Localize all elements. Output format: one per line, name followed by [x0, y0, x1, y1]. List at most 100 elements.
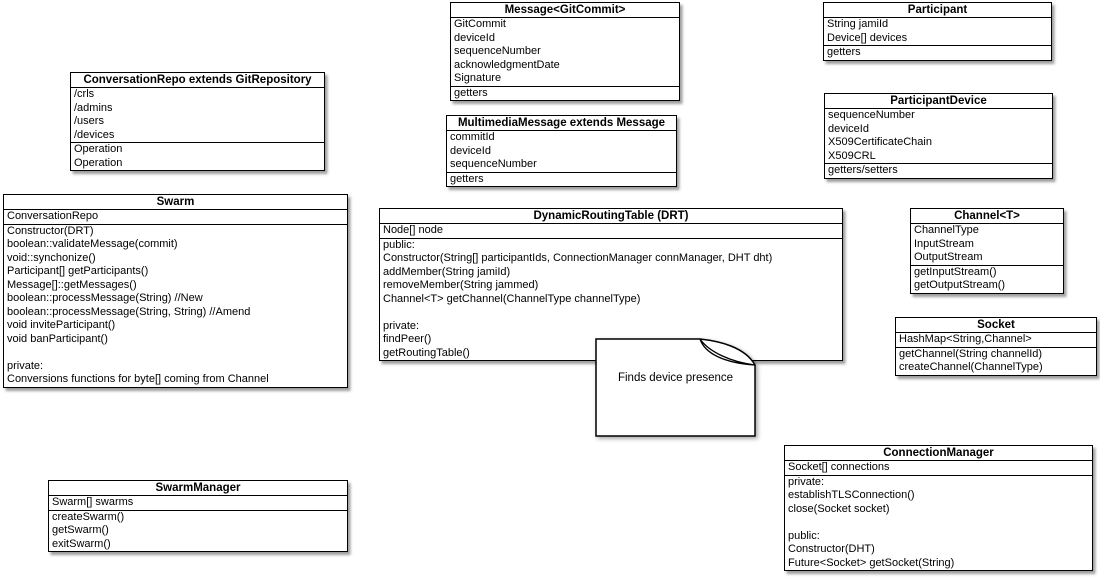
class-title: ConversationRepo extends GitRepository [83, 74, 312, 86]
class-attribute: deviceId [450, 144, 491, 157]
class-attributes-section: Socket[] connections [785, 460, 1092, 475]
class-attribute: Node[] node [383, 224, 443, 236]
class-method: getters [827, 46, 861, 58]
class-method: boolean::processMessage(String) //New [7, 292, 203, 304]
class-box-swarmmanager: SwarmManager Swarm[] swarms createSwarm(… [48, 480, 348, 552]
class-attribute: ChannelType [914, 224, 979, 236]
class-attribute: deviceId [454, 31, 495, 44]
class-method: private: [7, 359, 44, 372]
class-method: Participant[] getParticipants() [7, 265, 149, 277]
class-attribute: commitId [450, 131, 495, 143]
class-method: Constructor(String[] participantIds, Con… [383, 252, 773, 264]
class-title: ConnectionManager [883, 447, 994, 459]
class-box-connectionmanager: ConnectionManager Socket[] connections p… [784, 445, 1093, 571]
class-method: getters/setters [828, 164, 898, 176]
class-attribute: X509CertificateChain [828, 136, 932, 148]
class-title: MultimediaMessage extends Message [457, 117, 666, 129]
class-methods-section: getInputStream()getOutputStream() [911, 264, 1063, 293]
class-method: Operation [74, 143, 123, 155]
class-attributes-section: Swarm[] swarms [49, 495, 347, 510]
class-method: findPeer() [383, 333, 432, 345]
class-attributes-section: Node[] node [380, 223, 842, 238]
class-attribute: OutputStream [914, 251, 983, 263]
class-method: Constructor(DRT) [7, 224, 94, 237]
class-method: addMember(String jamiId) [383, 265, 511, 278]
class-method: getters [454, 86, 488, 99]
class-attribute: sequenceNumber [454, 45, 541, 57]
class-method: void banParticipant() [7, 332, 108, 345]
class-method: getChannel(String channelId) [899, 347, 1043, 360]
class-methods-section: getters/setters [825, 163, 1052, 178]
class-attribute: /admins [74, 101, 113, 114]
class-method: Channel<T> getChannel(ChannelType channe… [383, 292, 641, 305]
class-box-conversationrepo: ConversationRepo extends GitRepository /… [70, 72, 325, 171]
class-method: Constructor(DHT) [788, 543, 875, 555]
class-method: private: [383, 319, 420, 332]
class-title: SwarmManager [155, 482, 241, 494]
class-box-socket: Socket HashMap<String,Channel> getChanne… [895, 317, 1097, 376]
class-attribute: /devices [74, 128, 115, 141]
class-attribute: ConversationRepo [7, 210, 99, 222]
class-title: ParticipantDevice [890, 95, 987, 107]
class-method: public: [788, 529, 820, 542]
class-attribute: /users [74, 115, 104, 127]
class-attribute: acknowledgmentDate [454, 58, 560, 71]
class-method: public: [383, 238, 415, 251]
class-method: Future<Socket> getSocket(String) [788, 556, 955, 569]
note-text: Finds device presence [617, 372, 734, 384]
class-box-multimediamessage: MultimediaMessage extends Message commit… [446, 115, 677, 187]
class-method: createChannel(ChannelType) [899, 361, 1043, 373]
class-method: getInputStream() [914, 265, 997, 278]
class-method: void inviteParticipant() [7, 319, 116, 331]
class-box-dynamicroutingtable: DynamicRoutingTable (DRT) Node[] node pu… [379, 208, 843, 361]
class-methods-section: getters [451, 85, 679, 101]
class-attribute: Socket[] connections [788, 461, 890, 473]
class-method [4, 346, 347, 360]
class-method [785, 516, 1092, 530]
class-attribute: /crls [74, 88, 95, 100]
class-method: close(Socket socket) [788, 502, 890, 515]
class-methods-section: getChannel(String channelId)createChanne… [896, 346, 1096, 375]
class-attribute: sequenceNumber [450, 158, 537, 170]
class-method: establishTLSConnection() [788, 489, 915, 501]
class-title: DynamicRoutingTable (DRT) [533, 210, 689, 222]
class-attribute: Signature [454, 72, 502, 84]
class-attribute: Device[] devices [827, 31, 908, 44]
class-methods-section: createSwarm()getSwarm()exitSwarm() [49, 509, 347, 552]
class-methods-section: getters [824, 45, 1051, 60]
class-methods-section: getters [447, 171, 676, 187]
class-attributes-section: ConversationRepo [4, 209, 347, 224]
class-attribute: X509CRL [828, 149, 876, 162]
class-box-swarm: Swarm ConversationRepo Constructor(DRT)b… [3, 194, 348, 388]
class-attribute: String jamiId [827, 18, 889, 30]
class-attribute: Swarm[] swarms [52, 496, 134, 508]
class-title: Socket [977, 319, 1015, 331]
class-title: Participant [907, 4, 968, 16]
class-method: getOutputStream() [914, 279, 1006, 291]
class-methods-section: public:Constructor(String[] participantI… [380, 237, 842, 361]
class-method: createSwarm() [52, 510, 125, 523]
class-method: void::synchonize() [7, 251, 96, 264]
class-attribute: GitCommit [454, 18, 506, 30]
class-methods-section: Constructor(DRT)boolean::validateMessage… [4, 223, 347, 387]
class-method: boolean::processMessage(String, String) … [7, 305, 251, 318]
class-title: Message<GitCommit> [504, 4, 626, 16]
class-method: Conversions functions for byte[] coming … [7, 373, 269, 385]
class-method: boolean::validateMessage(commit) [7, 238, 178, 250]
class-title: Swarm [156, 196, 195, 208]
class-method: removeMember(String jammed) [383, 279, 539, 291]
class-attributes-section: HashMap<String,Channel> [896, 332, 1096, 347]
class-method: Message[]::getMessages() [7, 278, 137, 291]
class-method: exitSwarm() [52, 537, 111, 550]
class-attribute: sequenceNumber [828, 109, 915, 121]
class-method: private: [788, 475, 825, 488]
class-method [380, 306, 842, 320]
